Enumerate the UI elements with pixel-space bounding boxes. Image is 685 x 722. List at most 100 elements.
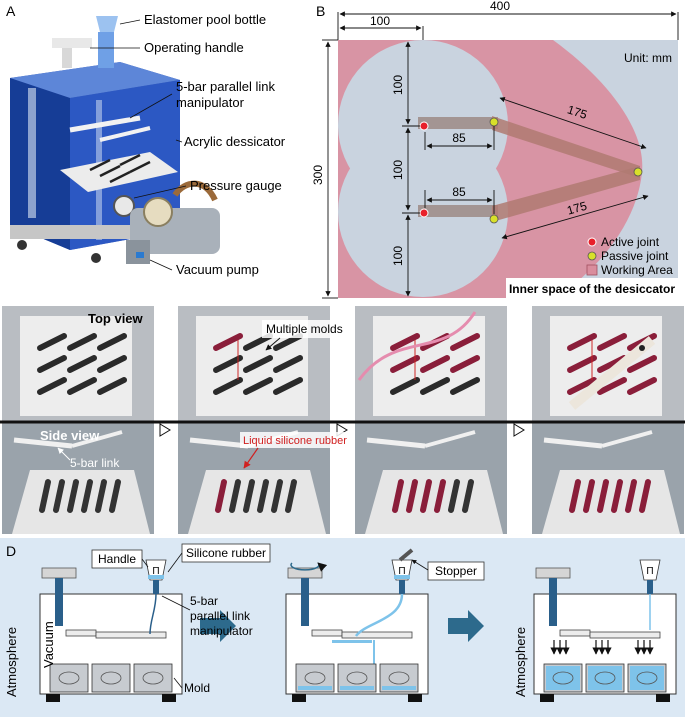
legend-passive-joint-marker: [587, 251, 597, 261]
top-view-mold: [37, 355, 67, 373]
mold-liquid: [546, 666, 580, 690]
panel-label-b: B: [316, 3, 325, 19]
side-view-link-bar: [13, 437, 73, 449]
side-view-mold: [67, 479, 79, 513]
mold-cavity: [58, 671, 80, 685]
side-view-tray: [542, 470, 680, 534]
side-view-mold: [229, 479, 241, 513]
silicone-tube: [149, 593, 157, 635]
bottle-neck: [399, 580, 405, 594]
top-view-mold: [627, 355, 657, 373]
top-view-mold: [450, 333, 480, 351]
panel-b-legend: Active joint Passive joint Working Area: [586, 235, 673, 277]
passive-joint-tip: [633, 167, 643, 177]
callout-5-bar-line2: manipulator: [176, 95, 245, 110]
dim-400: 400: [490, 0, 510, 13]
handle-knob: [535, 567, 571, 579]
mold-cavity: [346, 671, 368, 685]
panel-a-callouts: Elastomer pool bottle Operating handle 5…: [90, 12, 286, 277]
step-arrow-1: [159, 423, 171, 437]
side-view-link-bar: [424, 430, 476, 448]
mold-cavity: [388, 671, 410, 685]
photo-frame-4: [532, 306, 684, 534]
top-view-mold: [450, 355, 480, 373]
top-view-mold: [420, 355, 450, 373]
mold-label: Mold: [184, 681, 210, 695]
chamber-foot-left: [292, 694, 306, 702]
photo-frame-1: [2, 306, 154, 534]
dim-100-c: 100: [391, 246, 405, 266]
top-view-mold: [273, 355, 303, 373]
handle-knob: [41, 567, 77, 579]
active-joint-lower: [419, 208, 429, 218]
dim-100-a: 100: [391, 75, 405, 95]
callout-elastomer-pool-bottle: Elastomer pool bottle: [144, 12, 266, 27]
mold-liquid: [588, 666, 622, 690]
dim-100-top: 100: [370, 14, 390, 28]
side-view-mold: [109, 479, 121, 513]
bottle-neck: [647, 580, 653, 594]
mold: [49, 663, 89, 693]
top-view-mold: [390, 333, 420, 351]
silicone-rubber-label: Silicone rubber: [186, 546, 266, 560]
handle-shaft: [549, 578, 557, 626]
desiccator-photo: [10, 16, 220, 264]
callout-pressure-gauge: Pressure gauge: [190, 178, 282, 193]
dim-175-b: 175: [565, 199, 588, 218]
top-view-mold: [67, 333, 97, 351]
panel-a: A: [6, 3, 286, 277]
silicone-bottle: [639, 559, 661, 581]
top-view-mold: [67, 377, 97, 395]
panel-c: C Top view Side view 5-bar link Multiple…: [0, 306, 685, 534]
multiple-molds-bg: [262, 320, 344, 338]
multiple-molds-label: Multiple molds: [266, 322, 343, 336]
chamber-foot-left: [46, 694, 60, 702]
callout-vacuum-pump: Vacuum pump: [176, 262, 259, 277]
side-view-mold: [39, 479, 51, 513]
side-view-mold: [462, 479, 474, 513]
top-view-mold: [97, 333, 127, 351]
photo-sequence: [2, 306, 684, 534]
top-view-mold: [37, 333, 67, 351]
chamber-1: Π: [39, 559, 183, 702]
bottle-symbol: Π: [646, 566, 653, 577]
bottle-neck: [153, 580, 159, 594]
manip-label-1: 5-bar: [190, 594, 218, 608]
legend-active-joint-marker: [587, 237, 597, 247]
side-view-link-bar: [189, 437, 249, 449]
side-view-tray: [365, 470, 503, 534]
side-view-mold: [285, 479, 297, 513]
side-view-tray: [12, 470, 150, 534]
mold-cavity: [100, 671, 122, 685]
mold-cavity: [142, 671, 164, 685]
mold: [133, 663, 173, 693]
bottle-liquid: [148, 575, 164, 579]
atmosphere-right-label: Atmosphere: [513, 627, 528, 697]
legend-active-joint: Active joint: [601, 235, 660, 249]
side-view-mold: [406, 479, 418, 513]
mold-cavity: [304, 671, 326, 685]
side-view-tray: [188, 470, 326, 534]
silicone-tube: [357, 311, 477, 381]
top-view-link-bar: [568, 336, 656, 410]
flow-arrow-1: [200, 610, 236, 642]
mold-cavity: [594, 671, 616, 685]
arm-segment-1: [311, 629, 343, 637]
top-view-mold: [627, 377, 657, 395]
active-joint-upper: [419, 121, 429, 131]
top-view-mold: [37, 377, 67, 395]
dimension-lines: [322, 11, 679, 299]
bottle-symbol: Π: [152, 566, 159, 577]
side-view-link-bar: [601, 430, 653, 448]
side-view-mold: [53, 479, 65, 513]
rotate-handle-icon: [290, 562, 328, 572]
panel-b: B: [311, 0, 679, 299]
top-view-mold: [213, 377, 243, 395]
mold-liquid: [382, 686, 416, 690]
desiccator-caption: Inner space of the desiccator: [509, 282, 675, 296]
bottle-symbol: Π: [398, 566, 405, 577]
side-view-mold: [434, 479, 446, 513]
